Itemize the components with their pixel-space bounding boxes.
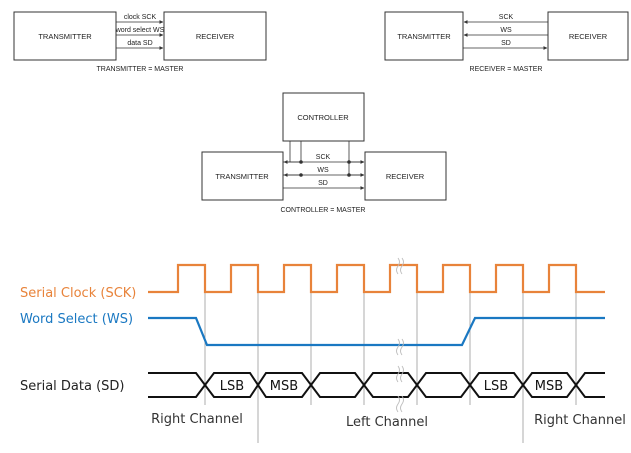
left-channel-label: Left Channel [346, 415, 428, 430]
lsb-label: LSB [220, 379, 244, 394]
junction-dot [347, 173, 351, 177]
diagram-receiver-master: TRANSMITTER RECEIVER SCK WS SD RECEIVER … [384, 11, 629, 73]
msb-label: MSB [535, 379, 563, 394]
junction-dot [347, 160, 351, 164]
ws-signal-label: word select WS [115, 27, 165, 34]
sd-upper-rail [148, 372, 605, 398]
right-channel-label: Right Channel [534, 413, 626, 428]
sd-signal-label: data SD [127, 40, 152, 47]
break-mark [400, 338, 404, 356]
receiver-label: RECEIVER [386, 172, 425, 181]
transmitter-box [384, 11, 464, 61]
receiver-label: RECEIVER [196, 32, 235, 41]
transmitter-label: TRANSMITTER [215, 172, 269, 181]
sck-signal-label: SCK [499, 14, 514, 21]
sck-label: Serial Clock (SCK) [20, 286, 136, 301]
ws-signal-label: WS [317, 167, 329, 174]
break-mark [396, 257, 400, 275]
break-mark [400, 395, 404, 413]
ws-label: Word Select (WS) [20, 312, 133, 327]
caption: RECEIVER = MASTER [470, 66, 543, 73]
lsb-label: LSB [484, 379, 508, 394]
break-mark [396, 338, 400, 356]
timing-diagram: Serial Clock (SCK) Word Select (WS) Seri… [20, 257, 626, 443]
ws-signal-label: WS [500, 27, 512, 34]
msb-label: MSB [270, 379, 298, 394]
sd-label: Serial Data (SD) [20, 379, 125, 394]
junction-dot [299, 173, 303, 177]
junction-dot [299, 160, 303, 164]
sd-waveform [148, 372, 605, 398]
controller-box [282, 92, 365, 142]
receiver-box [163, 11, 267, 61]
caption: TRANSMITTER = MASTER [97, 66, 184, 73]
controller-label: CONTROLLER [297, 113, 349, 122]
ws-waveform [148, 316, 605, 347]
break-marks [396, 257, 404, 413]
sd-signal-label: SD [318, 180, 328, 187]
transmitter-box [13, 11, 117, 61]
receiver-label: RECEIVER [569, 32, 608, 41]
break-mark [400, 257, 404, 275]
transmitter-label: TRANSMITTER [397, 32, 451, 41]
transmitter-label: TRANSMITTER [38, 32, 92, 41]
caption: CONTROLLER = MASTER [281, 207, 366, 214]
sd-lower-rail [148, 372, 605, 398]
sck-signal-label: SCK [316, 154, 331, 161]
sd-signal-label: SD [501, 40, 511, 47]
receiver-box [547, 11, 629, 61]
sck-waveform [148, 263, 605, 294]
sck-signal-label: clock SCK [124, 14, 157, 21]
transmitter-box [201, 151, 284, 201]
receiver-box [364, 151, 447, 201]
diagram-controller-master: CONTROLLER TRANSMITTER RECEIVER SCK WS S… [201, 92, 447, 214]
diagram-transmitter-master: TRANSMITTER RECEIVER clock SCK word sele… [13, 11, 267, 73]
break-mark [400, 365, 404, 383]
break-mark [396, 395, 400, 413]
right-channel-label: Right Channel [151, 412, 243, 427]
break-mark [396, 365, 400, 383]
